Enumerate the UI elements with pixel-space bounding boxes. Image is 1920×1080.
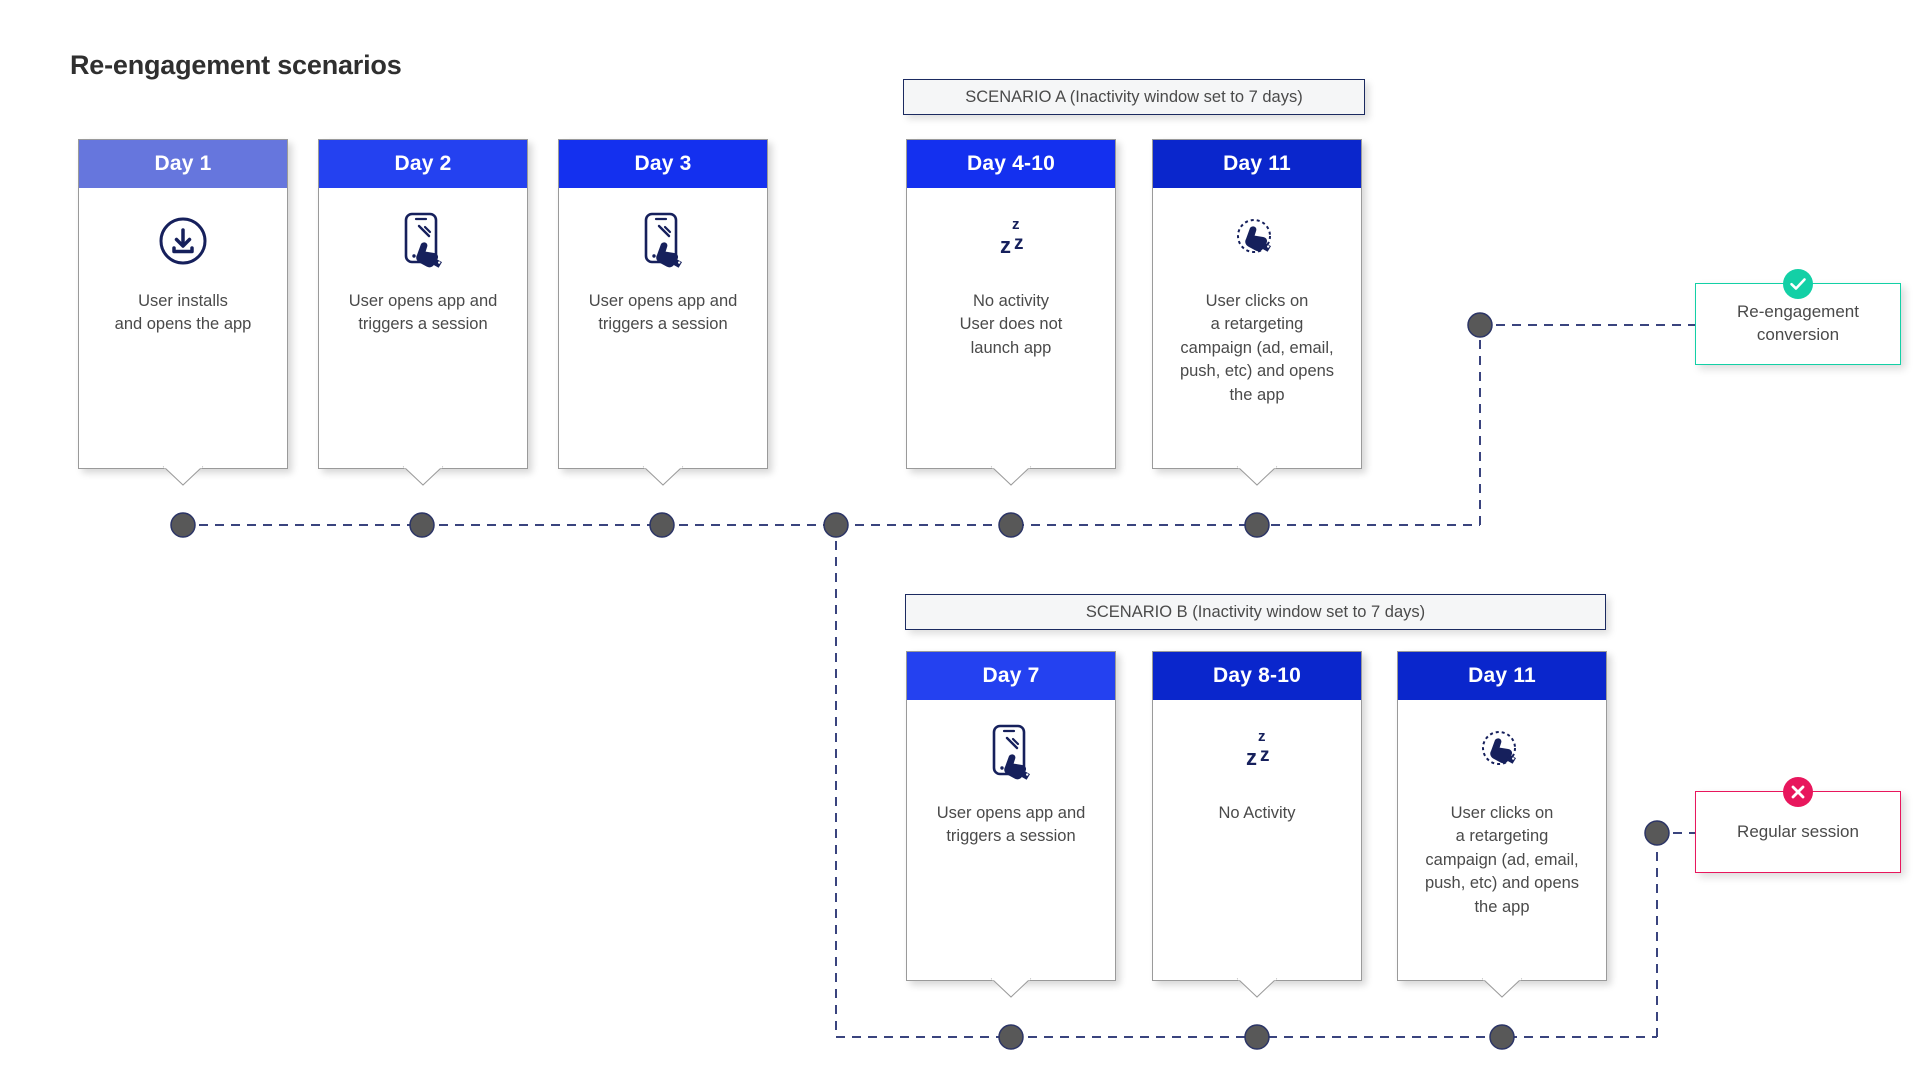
phone-tap-icon [329, 202, 517, 280]
svg-text:z: z [1246, 745, 1257, 770]
card-header: Day 11 [1398, 652, 1606, 700]
timeline-branch-dot [823, 512, 849, 538]
card-day-label: Day 2 [394, 152, 452, 175]
card-body: User clicks on a retargeting campaign (a… [1153, 188, 1361, 468]
card-day-label: Day 11 [1223, 152, 1291, 175]
card-tail [1236, 977, 1278, 998]
card-day-2[interactable]: Day 2 User opens app and triggers a sess… [318, 139, 528, 486]
timeline-dot [1244, 512, 1270, 538]
card-tail [162, 465, 204, 486]
card-header: Day 8-10 [1153, 652, 1361, 700]
card-scenario-a-day-11[interactable]: Day 11 User clicks on a retargeting camp… [1152, 139, 1362, 486]
download-circle-icon [89, 202, 277, 280]
x-icon [1783, 777, 1813, 807]
card-scenario-b-day-11[interactable]: Day 11 User clicks on a retargeting camp… [1397, 651, 1607, 998]
card-header: Day 3 [559, 140, 767, 188]
card-body: User opens app and triggers a session [907, 700, 1115, 980]
card-description: User opens app and triggers a session [348, 292, 498, 334]
sleep-zzz-icon: z z z [917, 202, 1105, 280]
card-day-label: Day 4-10 [967, 152, 1055, 175]
timeline-dot-group-top [170, 512, 1270, 538]
card-day-label: Day 8-10 [1213, 664, 1301, 687]
card-day-3[interactable]: Day 3 User opens app and triggers a sess… [558, 139, 768, 486]
timeline-dot [649, 512, 675, 538]
outcome-regular-session[interactable]: Regular session [1695, 777, 1901, 873]
card-description: User opens app and triggers a session [588, 292, 738, 334]
card-day-label: Day 7 [982, 664, 1040, 687]
card-body: z z z No Activity [1153, 700, 1361, 980]
svg-text:z: z [1012, 216, 1020, 233]
svg-text:z: z [1014, 233, 1024, 254]
outcome-dot-success [1467, 312, 1493, 338]
card-tail [402, 465, 444, 486]
card-tail [1481, 977, 1523, 998]
page-title: Re-engagement scenarios [70, 50, 402, 80]
card-header: Day 2 [319, 140, 527, 188]
card-description: User opens app and triggers a session [936, 804, 1086, 846]
card-body: User installs and opens the app [79, 188, 287, 468]
svg-text:z: z [1000, 233, 1011, 258]
scenario-b-label: SCENARIO B (Inactivity window set to 7 d… [905, 594, 1606, 630]
timeline-dot [998, 512, 1024, 538]
click-tap-icon [1163, 202, 1351, 280]
card-scenario-b-day-8-10[interactable]: Day 8-10 z z z No Activity [1152, 651, 1362, 998]
scenario-a-label: SCENARIO A (Inactivity window set to 7 d… [903, 79, 1365, 115]
card-tail [642, 465, 684, 486]
card-day-label: Day 11 [1468, 664, 1536, 687]
outcome-re-engagement-conversion[interactable]: Re-engagement conversion [1695, 269, 1901, 365]
card-day-label: Day 3 [634, 152, 692, 175]
outcome-label: Re-engagement conversion [1737, 302, 1859, 344]
svg-text:z: z [1260, 745, 1270, 766]
timeline-dot [1244, 1024, 1270, 1050]
card-header: Day 11 [1153, 140, 1361, 188]
svg-text:z: z [1258, 728, 1266, 745]
outcome-dot-fail [1644, 820, 1670, 846]
card-description: User clicks on a retargeting campaign (a… [1424, 804, 1580, 916]
card-description: User clicks on a retargeting campaign (a… [1179, 292, 1335, 404]
card-description: No activity User does not launch app [959, 292, 1063, 357]
card-body: z z z No activity User does not launch a… [907, 188, 1115, 468]
card-body: User clicks on a retargeting campaign (a… [1398, 700, 1606, 980]
phone-tap-icon [569, 202, 757, 280]
card-tail [990, 977, 1032, 998]
card-body: User opens app and triggers a session [319, 188, 527, 468]
scenario-b-text: SCENARIO B (Inactivity window set to 7 d… [1085, 602, 1426, 621]
scenario-a-text: SCENARIO A (Inactivity window set to 7 d… [965, 87, 1303, 106]
card-description: No Activity [1218, 804, 1296, 822]
timeline-dot [1489, 1024, 1515, 1050]
card-description: User installs and opens the app [114, 292, 252, 334]
card-header: Day 7 [907, 652, 1115, 700]
sleep-zzz-icon: z z z [1163, 714, 1351, 792]
card-scenario-a-day-4-10[interactable]: Day 4-10 z z z No activity User does not… [906, 139, 1116, 486]
card-header: Day 4-10 [907, 140, 1115, 188]
card-scenario-b-day-7[interactable]: Day 7 User opens app and triggers a sess… [906, 651, 1116, 998]
check-icon [1783, 269, 1813, 299]
timeline-dot-group-bottom [998, 1024, 1515, 1050]
phone-tap-icon [917, 714, 1105, 792]
card-tail [990, 465, 1032, 486]
timeline-dot [170, 512, 196, 538]
card-tail [1236, 465, 1278, 486]
click-tap-icon [1408, 714, 1596, 792]
card-body: User opens app and triggers a session [559, 188, 767, 468]
outcome-label: Regular session [1737, 821, 1859, 841]
timeline-dot [998, 1024, 1024, 1050]
card-header: Day 1 [79, 140, 287, 188]
timeline-dot [409, 512, 435, 538]
card-day-label: Day 1 [154, 152, 212, 175]
card-day-1[interactable]: Day 1 User installs and opens the app [78, 139, 288, 486]
